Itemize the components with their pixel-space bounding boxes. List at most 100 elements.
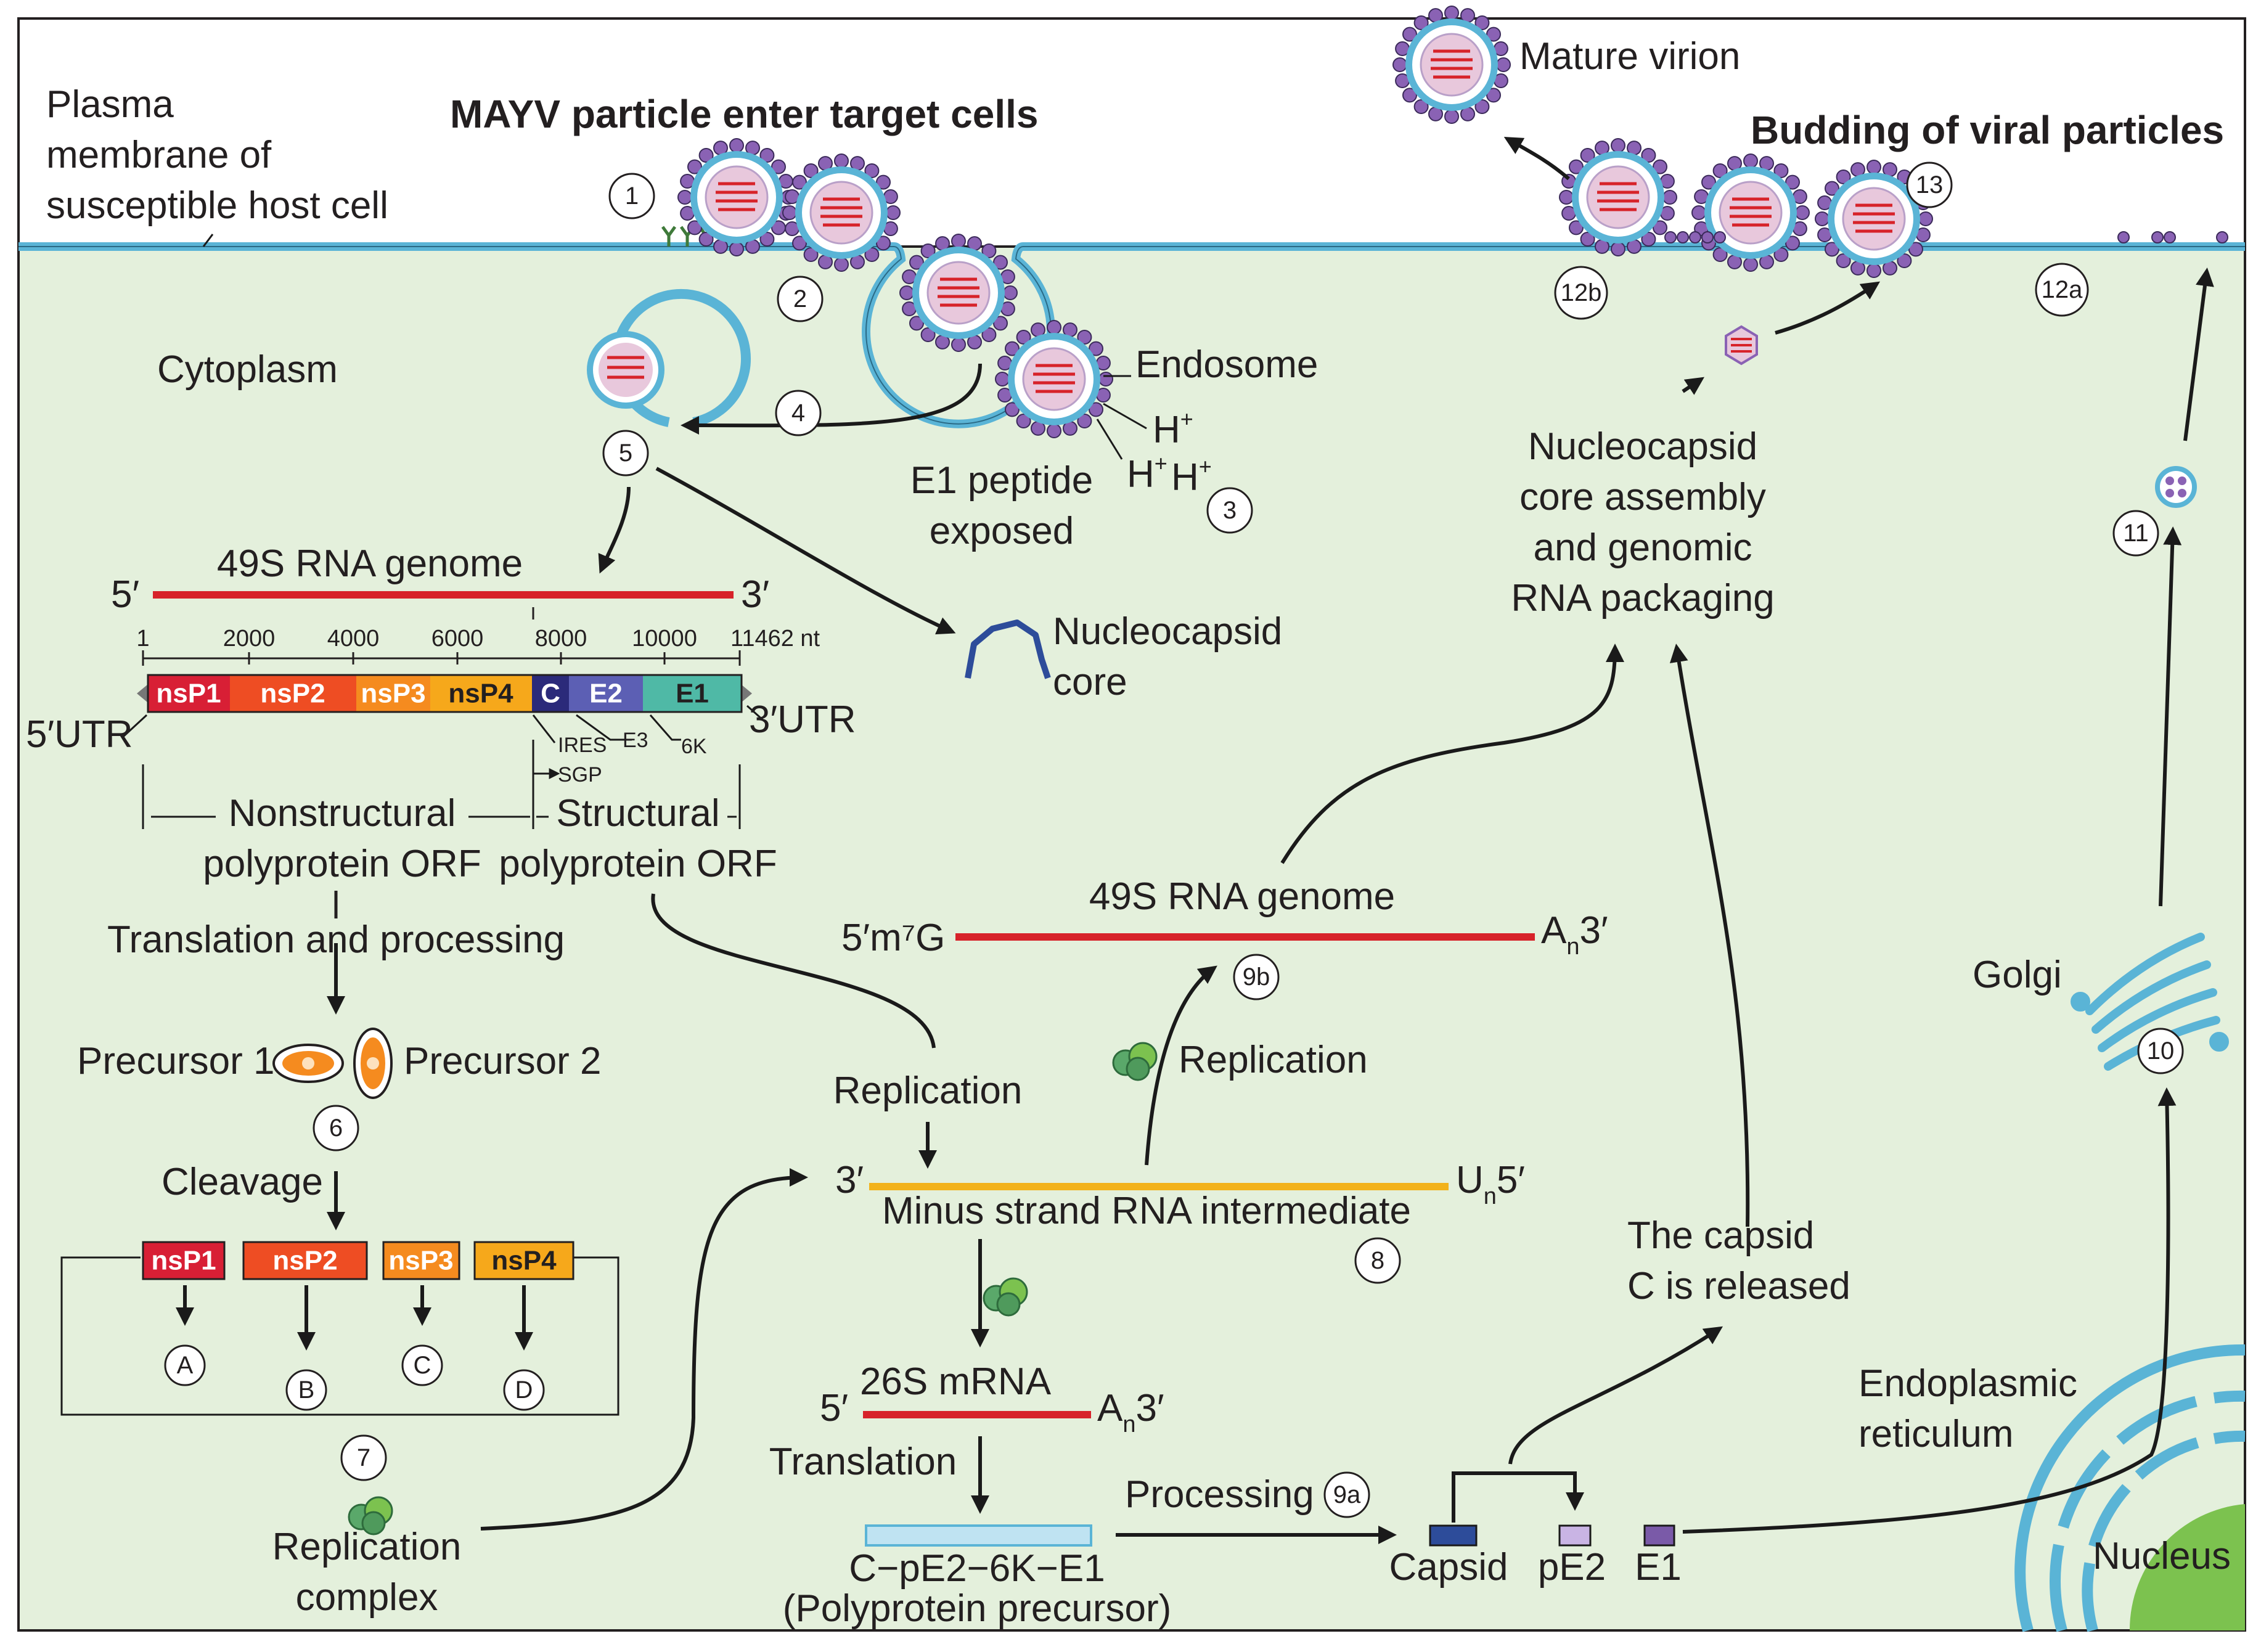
svg-text:Endoplasmic: Endoplasmic bbox=[1858, 1362, 2077, 1405]
svg-text:H+: H+ bbox=[1127, 451, 1167, 496]
svg-text:2: 2 bbox=[793, 285, 807, 313]
membrane-label: Plasma membrane of susceptible host cell bbox=[46, 83, 388, 227]
golgi-label: Golgi bbox=[1973, 954, 2062, 996]
svg-text:The capsid: The capsid bbox=[1627, 1214, 1814, 1257]
svg-text:Nonstructural: Nonstructural bbox=[229, 792, 456, 835]
mrna-left: 5′ bbox=[820, 1387, 848, 1429]
budding-spike-dots bbox=[1664, 231, 2228, 243]
virion-icon bbox=[1393, 6, 1510, 123]
svg-text:A: A bbox=[177, 1352, 194, 1379]
sgp-label: SGP bbox=[558, 763, 602, 787]
genome-axis-ticks: 1 2000 4000 6000 8000 10000 11462 nt bbox=[136, 626, 820, 652]
svg-text:Structural: Structural bbox=[556, 792, 719, 835]
nucleocapsid-core-icon bbox=[965, 620, 1051, 679]
svg-text:core assembly: core assembly bbox=[1519, 476, 1766, 518]
svg-text:3: 3 bbox=[1223, 497, 1237, 524]
mrna-title: 26S mRNA bbox=[860, 1360, 1052, 1403]
membrane-leader bbox=[202, 234, 214, 247]
svg-text:susceptible host cell: susceptible host cell bbox=[46, 184, 388, 227]
svg-text:5: 5 bbox=[619, 440, 632, 467]
replication-complex-label: Replication complex bbox=[272, 1526, 462, 1619]
svg-text:Replication: Replication bbox=[272, 1526, 462, 1568]
structural-orf-label: Structural polyprotein ORF bbox=[499, 792, 777, 885]
budding-title: Budding of viral particles bbox=[1751, 108, 2224, 152]
svg-text:4000: 4000 bbox=[327, 626, 380, 652]
svg-text:nsP2: nsP2 bbox=[272, 1246, 337, 1276]
svg-text:polyprotein ORF: polyprotein ORF bbox=[499, 843, 777, 885]
svg-text:and genomic: and genomic bbox=[1533, 526, 1752, 569]
nsp1-box bbox=[142, 1241, 226, 1280]
endosome-label: Endosome bbox=[1135, 343, 1318, 386]
capsid-protein-icon bbox=[1429, 1524, 1478, 1547]
svg-text:Nucleocapsid: Nucleocapsid bbox=[1053, 610, 1282, 653]
genome2-right: An3′ bbox=[1541, 909, 1608, 960]
svg-text:complex: complex bbox=[296, 1576, 438, 1619]
polyprotein-label: C−pE2−6K−E1 (Polyprotein precursor) bbox=[783, 1547, 1172, 1630]
svg-text:reticulum: reticulum bbox=[1858, 1413, 2014, 1455]
cytoplasm-label: Cytoplasm bbox=[157, 348, 338, 391]
proton-labels: H+ H+ H+ bbox=[1127, 406, 1212, 499]
e3-label: E3 bbox=[623, 729, 648, 752]
svg-text:D: D bbox=[515, 1376, 533, 1404]
nsp-protein-labels: nsP1 nsP2 nsP3 nsP4 bbox=[151, 1246, 557, 1276]
svg-text:C: C bbox=[414, 1352, 431, 1379]
proton-leader bbox=[1096, 419, 1123, 460]
svg-text:nsP3: nsP3 bbox=[361, 679, 425, 709]
svg-text:C−pE2−6K−E1: C−pE2−6K−E1 bbox=[849, 1547, 1105, 1590]
genome-segment-bar bbox=[147, 674, 743, 713]
precursor1-label: Precursor 1 bbox=[77, 1040, 274, 1082]
mature-virion-label: Mature virion bbox=[1519, 35, 1740, 78]
transport-vesicle-icon bbox=[2155, 466, 2197, 508]
svg-text:RNA packaging: RNA packaging bbox=[1511, 577, 1774, 620]
svg-text:exposed: exposed bbox=[930, 510, 1074, 552]
svg-text:11462 nt: 11462 nt bbox=[730, 626, 820, 652]
proton-leader bbox=[1103, 403, 1147, 430]
fusing-endosome-icon bbox=[587, 289, 751, 427]
svg-text:H+: H+ bbox=[1171, 454, 1212, 499]
precursor-icon bbox=[272, 1044, 344, 1083]
translation-processing-label: Translation and processing bbox=[107, 918, 565, 961]
genome-axis bbox=[142, 650, 741, 666]
svg-text:C: C bbox=[541, 679, 560, 709]
virion-icon bbox=[1692, 154, 1809, 271]
step-circles bbox=[313, 162, 2184, 1518]
segment-leaders bbox=[122, 705, 765, 779]
svg-text:10000: 10000 bbox=[632, 626, 697, 652]
svg-text:E1 peptide: E1 peptide bbox=[910, 459, 1093, 502]
genome-5prime: 5′ bbox=[111, 573, 139, 616]
nucleocapsid-assembly-label: Nucleocapsid core assembly and genomic R… bbox=[1511, 425, 1774, 620]
svg-text:nsP2: nsP2 bbox=[260, 679, 325, 709]
svg-text:1: 1 bbox=[625, 182, 639, 210]
replication-right-label: Replication bbox=[1179, 1039, 1368, 1081]
replication-left-label: Replication bbox=[833, 1069, 1023, 1112]
svg-text:2000: 2000 bbox=[223, 626, 276, 652]
svg-text:11: 11 bbox=[2123, 520, 2149, 547]
flow-arrows bbox=[176, 137, 2214, 1544]
svg-text:8: 8 bbox=[1371, 1247, 1384, 1274]
svg-text:E2: E2 bbox=[589, 679, 623, 709]
svg-text:1: 1 bbox=[136, 626, 149, 652]
step-numbers: 1 2 3 4 5 6 7 8 9a 9b 10 11 12a 12b 13 bbox=[329, 171, 2174, 1508]
precursor2-label: Precursor 2 bbox=[404, 1040, 601, 1082]
6k-label: 6K bbox=[681, 735, 707, 758]
e1-protein-icon bbox=[1643, 1524, 1675, 1547]
e1-label: E1 bbox=[1635, 1546, 1682, 1589]
ires-label: IRES bbox=[558, 734, 607, 757]
svg-text:6: 6 bbox=[329, 1114, 343, 1142]
svg-text:(Polyprotein precursor): (Polyprotein precursor) bbox=[783, 1587, 1172, 1630]
minus-left: 3′ bbox=[835, 1159, 864, 1201]
genome2-left: 5′m⁷G bbox=[841, 917, 945, 959]
svg-text:7: 7 bbox=[357, 1444, 370, 1471]
nucleus-label: Nucleus bbox=[2093, 1535, 2231, 1577]
translation-label: Translation bbox=[769, 1441, 957, 1483]
svg-text:10: 10 bbox=[2147, 1037, 2175, 1065]
e1-peptide-label: E1 peptide exposed bbox=[910, 459, 1093, 552]
nucleus-icon bbox=[2129, 1504, 2245, 1630]
endoplasmic-reticulum-icon bbox=[2014, 1344, 2246, 1632]
svg-text:9b: 9b bbox=[1243, 963, 1270, 991]
svg-text:Nucleocapsid: Nucleocapsid bbox=[1528, 425, 1757, 468]
nsp-product-circles bbox=[164, 1344, 545, 1411]
svg-text:C is released: C is released bbox=[1627, 1265, 1850, 1307]
nsp-product-labels: A B C D bbox=[177, 1352, 533, 1404]
